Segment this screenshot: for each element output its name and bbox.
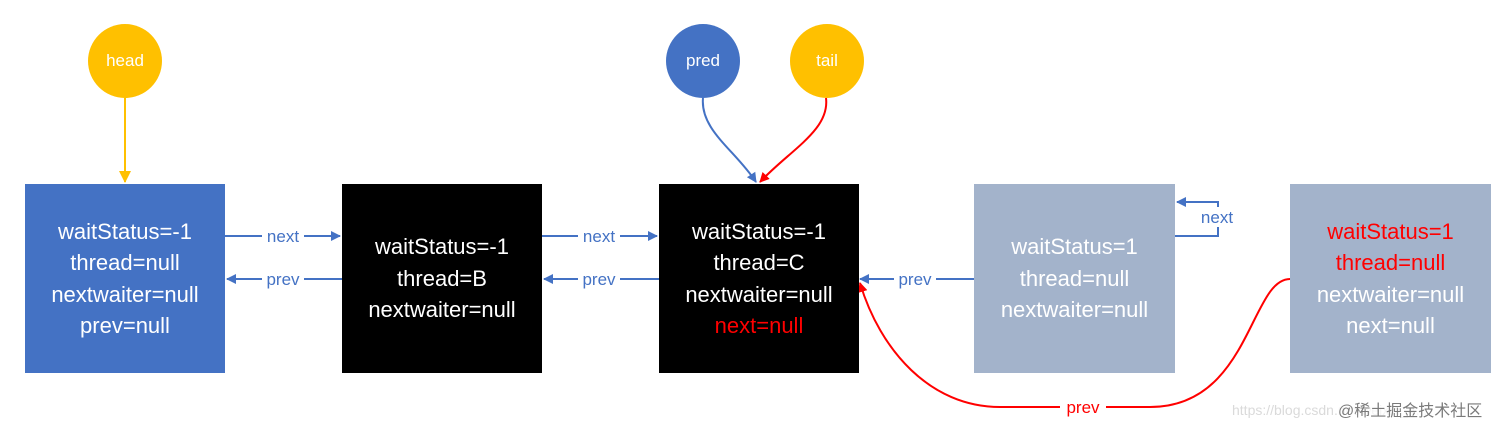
svg-text:prev: prev — [1066, 398, 1100, 417]
link-label-prev-2-1: prev — [262, 269, 304, 289]
node-line: waitStatus=-1 — [692, 218, 826, 244]
node-cancelled-2: waitStatus=1 thread=null nextwaiter=null… — [1290, 184, 1491, 373]
head-pointer: head — [88, 24, 162, 98]
node-line: thread=null — [70, 250, 180, 275]
node-line: prev=null — [80, 313, 170, 338]
svg-text:prev: prev — [898, 270, 932, 289]
node-line: thread=B — [397, 265, 487, 291]
node-line: thread=C — [713, 250, 805, 275]
prev-link-5-3 — [857, 278, 1291, 408]
node-cancelled-1: waitStatus=1 thread=null nextwaiter=null — [974, 184, 1175, 373]
node-thread-c: waitStatus=-1 thread=C nextwaiter=null n… — [659, 184, 859, 373]
svg-text:next: next — [267, 227, 299, 246]
node-line: waitStatus=1 — [1011, 234, 1138, 260]
node-line-next-null: next=null — [714, 313, 804, 338]
node-line: waitStatus=-1 — [58, 218, 192, 244]
tail-pointer: tail — [790, 24, 864, 98]
node-line: next=null — [1346, 313, 1435, 338]
node-line: nextwaiter=null — [368, 297, 516, 323]
tail-label: tail — [816, 51, 838, 70]
node-line: nextwaiter=null — [51, 281, 199, 307]
link-label-prev-4-3: prev — [894, 269, 936, 289]
node-line: nextwaiter=null — [1316, 281, 1465, 307]
node-line: waitStatus=-1 — [375, 234, 509, 260]
node-line-thread: thread=null — [1335, 250, 1446, 275]
watermark-brand: @稀土掘金技术社区 — [1338, 397, 1483, 421]
pred-pointer-arrow — [701, 97, 757, 183]
svg-text:prev: prev — [266, 270, 300, 289]
tail-pointer-arrow — [759, 97, 828, 183]
link-label-next-2-3: next — [578, 226, 620, 246]
node-line: nextwaiter=null — [685, 281, 833, 307]
link-label-prev-5-3: prev — [1060, 397, 1106, 417]
svg-text:next: next — [1201, 208, 1233, 227]
link-label-prev-3-2: prev — [578, 269, 620, 289]
node-head: waitStatus=-1 thread=null nextwaiter=nul… — [25, 184, 225, 373]
svg-text:next: next — [583, 227, 615, 246]
link-label-next-self-4: next — [1196, 207, 1238, 227]
pred-label: pred — [685, 51, 721, 70]
svg-text:prev: prev — [582, 270, 616, 289]
head-label: head — [106, 51, 144, 70]
node-thread-b: waitStatus=-1 thread=B nextwaiter=null — [342, 184, 542, 373]
node-line: nextwaiter=null — [1000, 297, 1149, 323]
pred-pointer: pred — [666, 24, 740, 98]
link-label-next-1-2: next — [262, 226, 304, 246]
node-line-waitstatus: waitStatus=1 — [1327, 218, 1454, 244]
node-line: thread=null — [1019, 265, 1130, 291]
